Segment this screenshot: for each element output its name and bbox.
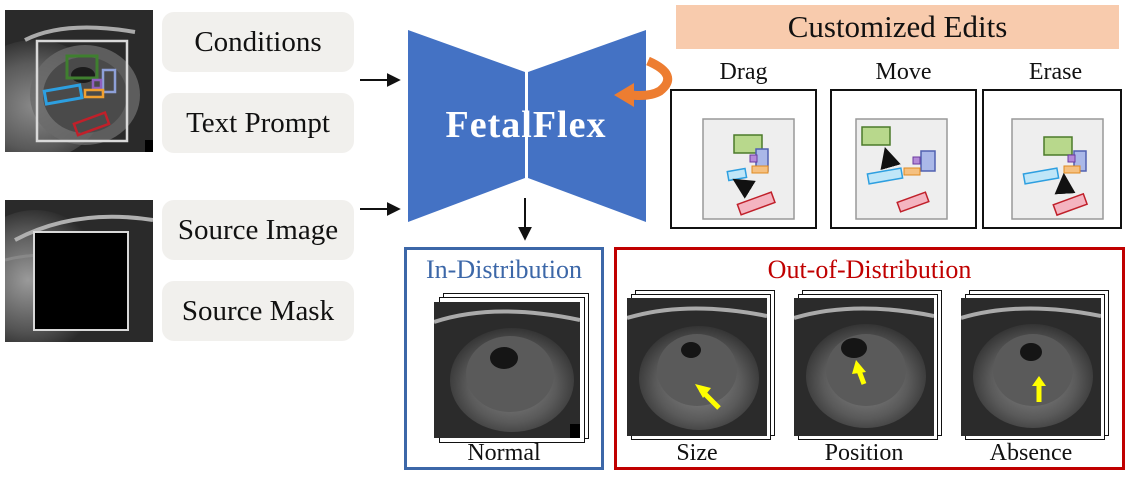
size-label: Size xyxy=(676,440,718,466)
fetalflex-model-shape xyxy=(408,30,646,222)
customized-edits-header: Customized Edits xyxy=(676,5,1119,49)
move-edit-diagram xyxy=(855,118,948,220)
text-prompt-pill: Text Prompt xyxy=(162,93,354,153)
normal-label: Normal xyxy=(467,440,541,466)
absence-label: Absence xyxy=(989,440,1073,466)
out-of-distribution-panel: Out-of-Distribution Size xyxy=(614,247,1125,470)
absence-ultrasound-image xyxy=(961,298,1101,436)
move-edit-panel xyxy=(830,89,977,229)
size-ultrasound-image xyxy=(627,298,767,436)
drag-edit-panel xyxy=(670,89,817,229)
text-prompt-label: Text Prompt xyxy=(186,106,330,139)
customized-edits-title: Customized Edits xyxy=(787,9,1008,44)
erase-edit-panel xyxy=(982,89,1122,229)
drag-label: Drag xyxy=(719,59,768,85)
out-of-distribution-title: Out-of-Distribution xyxy=(767,255,972,284)
source-mask-box xyxy=(33,231,129,331)
source-mask-label: Source Mask xyxy=(181,294,335,327)
move-label: Move xyxy=(875,59,932,85)
conditions-overlay xyxy=(35,39,129,143)
in-distribution-panel: In-Distribution Normal xyxy=(404,247,604,470)
fetalflex-title: FetalFlex xyxy=(445,104,607,146)
edit-feedback-arrow xyxy=(614,56,673,107)
drag-edit-diagram xyxy=(702,118,795,220)
erase-label: Erase xyxy=(1028,59,1083,85)
position-ultrasound-image xyxy=(794,298,934,436)
normal-ultrasound-image xyxy=(434,302,580,438)
in-distribution-title: In-Distribution xyxy=(426,255,582,284)
source-mask-pill: Source Mask xyxy=(162,281,354,341)
source-image-label: Source Image xyxy=(177,213,339,246)
conditions-label: Conditions xyxy=(194,25,322,58)
erase-edit-diagram xyxy=(1011,118,1104,220)
conditions-pill: Conditions xyxy=(162,12,354,72)
source-image-pill: Source Image xyxy=(162,200,354,260)
position-label: Position xyxy=(824,440,904,466)
